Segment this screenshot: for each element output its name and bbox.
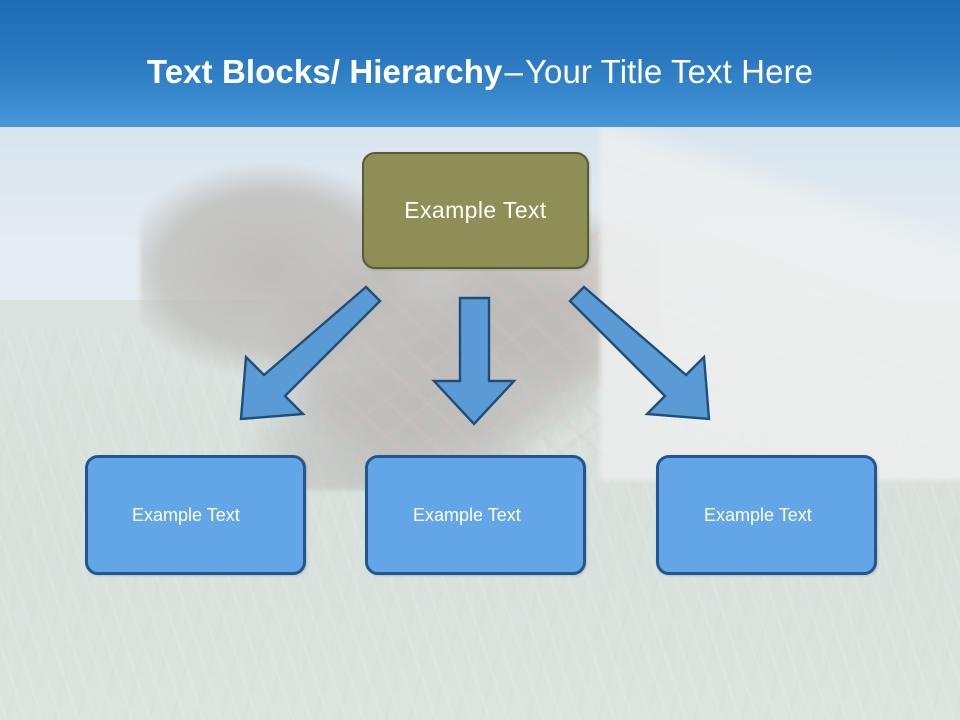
child-node-label-1: Example Text xyxy=(132,504,240,525)
child-node-box-1[interactable]: Example Text xyxy=(85,455,306,575)
parent-node-box[interactable]: Example Text xyxy=(362,152,589,269)
child-node-box-3[interactable]: Example Text xyxy=(656,455,877,575)
parent-node-label: Example Text xyxy=(404,197,547,223)
page-title-bold: Text Blocks/ Hierarchy xyxy=(146,52,503,90)
page-title-separator: – xyxy=(504,52,523,90)
child-node-label-2: Example Text xyxy=(413,504,521,525)
child-node-label-3: Example Text xyxy=(704,504,812,525)
page-title: Text Blocks/ Hierarchy – Your Title Text… xyxy=(0,0,960,127)
child-node-box-2[interactable]: Example Text xyxy=(365,455,586,575)
page-title-light: Your Title Text Here xyxy=(524,52,814,90)
title-band xyxy=(0,0,960,127)
